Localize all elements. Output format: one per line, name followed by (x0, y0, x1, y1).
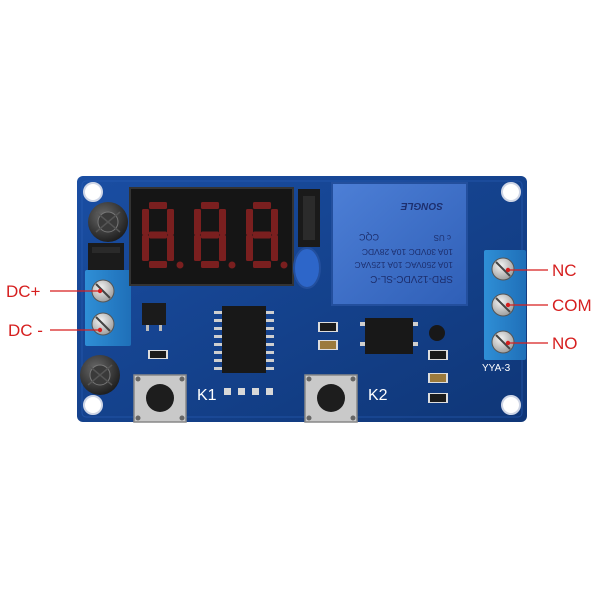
display-segment (167, 235, 174, 261)
relay-model: SRD-12VDC-SL-C (370, 273, 453, 284)
mounting-holes (83, 182, 521, 415)
smd-components (318, 318, 448, 403)
display-decimal-point (280, 261, 288, 269)
relay-component: SRD-12VDC-SL-C 10A 250VAC 10A 125VAC 10A… (331, 182, 468, 306)
relay-brand: SONGLE (400, 200, 443, 211)
display-decimal-point (176, 261, 184, 269)
display-segment (246, 209, 253, 235)
display-segment (149, 261, 167, 268)
programming-pads (224, 388, 273, 395)
relay-rating-1: 10A 250VAC 10A 125VAC (355, 260, 453, 270)
relay-terminal-block (484, 250, 526, 360)
display-segment (246, 235, 253, 261)
display-segment (167, 209, 174, 235)
microcontroller-ic (214, 306, 274, 373)
display-segment (201, 261, 219, 268)
display-segment (271, 209, 278, 235)
display-segment (149, 202, 167, 209)
push-button-k1[interactable] (133, 374, 187, 423)
label-no: NO (552, 334, 578, 353)
capacitor-top (88, 202, 128, 242)
display-digit (246, 202, 288, 269)
button-k2-label: K2 (368, 387, 388, 404)
display-segment (142, 235, 149, 261)
display-segment (194, 235, 201, 261)
display-segment (201, 202, 219, 209)
capacitor-bottom (80, 355, 120, 395)
display-segment (253, 202, 271, 209)
display-segment (253, 261, 271, 268)
display-segment (142, 209, 149, 235)
display-segment (219, 235, 226, 261)
callout-lines (50, 269, 548, 344)
display-segment (201, 231, 219, 239)
terminal-model-label: YYA-3 (482, 363, 511, 374)
display-segment (194, 209, 201, 235)
display-segment (149, 231, 167, 239)
blue-capacitor (293, 247, 321, 289)
relay-cert-mark: CQC (359, 232, 380, 242)
display-decimal-point (228, 261, 236, 269)
label-dc-plus: DC+ (6, 282, 41, 301)
callout-dots (97, 267, 511, 346)
button-k1-label: K1 (197, 387, 217, 404)
relay-rating-2: 10A 30VDC 10A 28VDC (362, 247, 453, 257)
label-com: COM (552, 296, 592, 315)
label-dc-minus: DC - (8, 321, 43, 340)
dc-terminal-block (85, 270, 131, 346)
display-digit (142, 202, 184, 269)
seven-segment-display (129, 187, 294, 286)
relay-ul-mark: c US (434, 233, 451, 242)
transistor (142, 303, 166, 325)
display-digit (194, 202, 236, 269)
display-segment (219, 209, 226, 235)
push-button-k2[interactable] (304, 374, 358, 423)
display-segment (253, 231, 271, 239)
label-nc: NC (552, 261, 577, 280)
display-segment (271, 235, 278, 261)
